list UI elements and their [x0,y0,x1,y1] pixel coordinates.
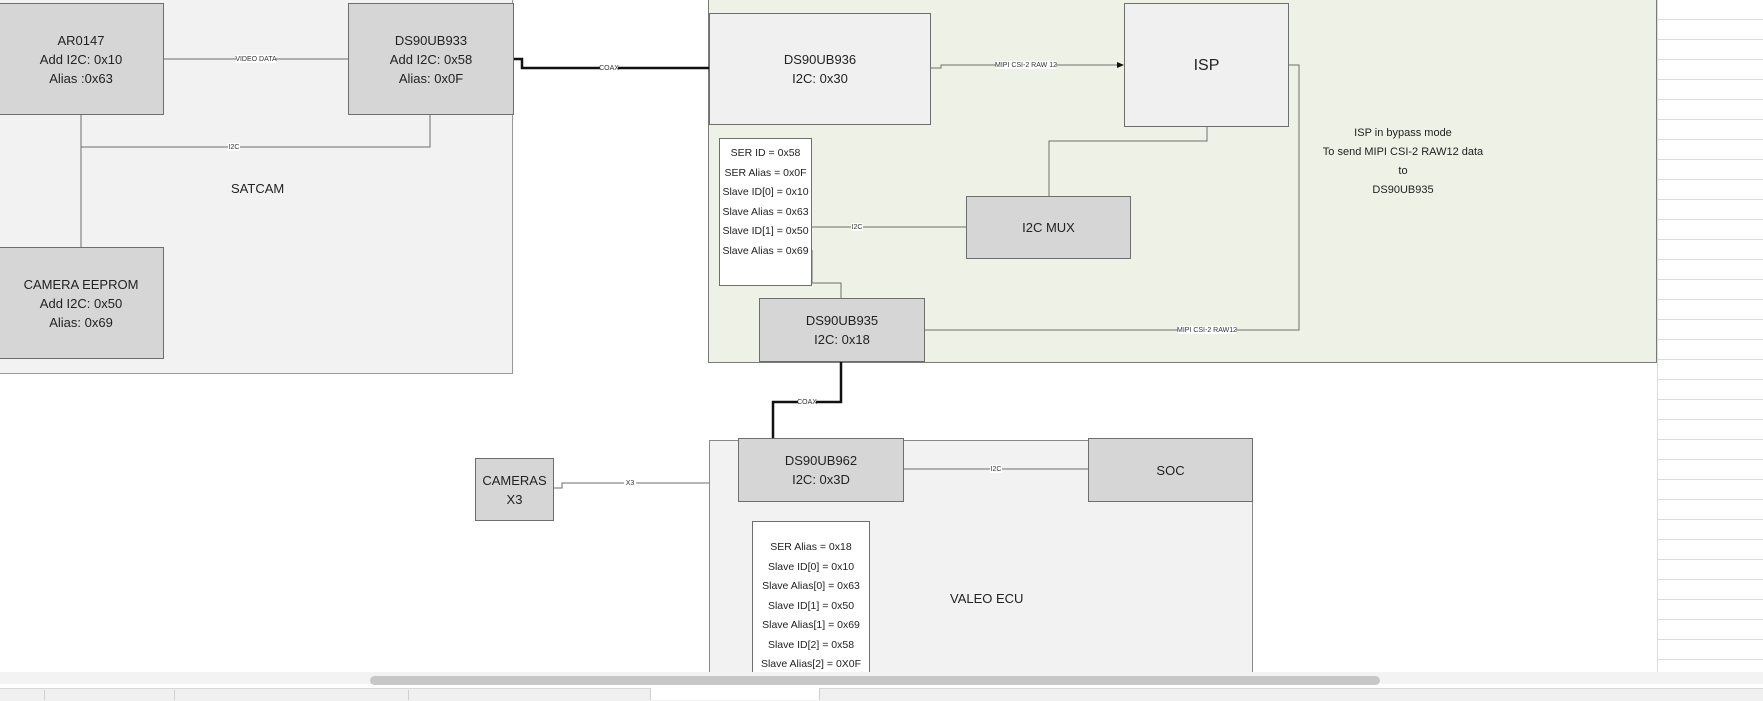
soc-name: SOC [1156,462,1185,478]
satcam-i2c-label: I2C [229,144,240,151]
x3-label: X3 [626,480,635,487]
isp-mode-line-3: DS90UB935 [1372,184,1434,196]
ds90ub936-address: I2C: 0x30 [792,71,848,86]
satcam-i2c-line [80,115,431,148]
mipi-bottom-label: MIPI CSI-2 RAW12 [1177,327,1237,334]
mux-i2c-label: I2C [852,224,863,231]
note-962-line-7: Slave Alias[2] = 0X0F [760,658,862,670]
note-935-line [811,250,842,298]
note-962-line-5: Slave Alias[1] = 0x69 [762,619,860,631]
camera-eeprom-address: Add I2C: 0x50 [39,295,123,311]
i2c-mux-name: I2C MUX [1022,220,1075,235]
soc-block[interactable]: SOC [1088,438,1253,502]
ds90ub933-name: DS90UB933 [394,32,468,48]
camera-eeprom-block[interactable]: CAMERA EEPROM Add I2C: 0x50 Alias: 0x69 [0,247,164,359]
note-962-line-4: Slave ID[1] = 0x50 [767,599,855,612]
cameras-block[interactable]: CAMERAS X3 [475,458,554,521]
isp-mode-line-1: ISP in bypass mode [1354,127,1452,139]
note-962-line-1: SER Alias = 0x18 [770,541,852,553]
diagram-canvas: VIDEO DATA COAX I2C MIPI CSI-2 RAW 12 I2… [0,0,1763,672]
note-936-line-3: Slave ID[0] = 0x10 [722,186,809,198]
ds90ub962-config-note: SER Alias = 0x18 Slave ID[0] = 0x10 Slav… [752,521,870,672]
note-936-line-2: SER Alias = 0x0F [724,166,807,179]
note-936-line-5: Slave ID[1] = 0x50 [722,225,809,237]
camera-eeprom-alias: Alias: 0x69 [49,314,113,330]
cameras-count: X3 [506,491,523,507]
sheet-tab-bar [0,688,1763,701]
tab-separator [408,690,409,700]
ds90ub935-address: I2C: 0x18 [814,332,870,347]
ds90ub936-block[interactable]: DS90UB936 I2C: 0x30 [709,13,931,125]
note-936-line-6: Slave Alias = 0x69 [722,244,809,257]
tab-separator [44,690,45,700]
mipi-top-label: MIPI CSI-2 RAW 12 [995,62,1057,69]
ds90ub962-address: I2C: 0x3D [792,472,850,487]
ds90ub962-name: DS90UB962 [784,453,858,468]
active-sheet-tab[interactable] [650,688,820,700]
note-962-line-2: Slave ID[0] = 0x10 [767,560,855,573]
horizontal-scrollbar-thumb[interactable] [370,676,1380,685]
note-936-line-4: Slave Alias = 0x63 [722,205,809,218]
isp-name: ISP [1193,56,1220,74]
spreadsheet-grid-columns [1657,0,1763,672]
isp-mode-line-2: To send MIPI CSI-2 RAW12 data to [1322,146,1484,177]
isp-mux-line [1048,127,1208,196]
cameras-name: CAMERAS [482,472,547,488]
ds90ub935-name: DS90UB935 [805,313,879,328]
note-936-line-1: SER ID = 0x58 [730,147,801,159]
ds90ub962-block[interactable]: DS90UB962 I2C: 0x3D [738,438,904,502]
isp-block[interactable]: ISP [1124,3,1289,127]
soc-i2c-label: I2C [991,466,1002,473]
camera-eeprom-name: CAMERA EEPROM [23,276,139,292]
connection-lines: VIDEO DATA COAX I2C MIPI CSI-2 RAW 12 I2… [80,55,1300,489]
ar0147-name: AR0147 [57,32,105,48]
video-data-label: VIDEO DATA [235,56,277,63]
ds90ub933-address: Add I2C: 0x58 [389,51,473,67]
ds90ub936-name: DS90UB936 [783,52,857,67]
ds90ub935-block[interactable]: DS90UB935 I2C: 0x18 [759,298,925,362]
ar0147-address: Add I2C: 0x10 [39,51,123,67]
i2c-mux-block[interactable]: I2C MUX [966,196,1131,259]
ds90ub936-config-note: SER ID = 0x58 SER Alias = 0x0F Slave ID[… [719,138,812,286]
ar0147-block[interactable]: AR0147 Add I2C: 0x10 Alias :0x63 [0,3,164,115]
ar0147-alias: Alias :0x63 [49,70,113,86]
note-962-line-6: Slave ID[2] = 0x58 [767,638,855,651]
mipi-arrowhead [1117,62,1124,68]
isp-mode-note: ISP in bypass mode To send MIPI CSI-2 RA… [1318,124,1488,200]
satcam-label: SATCAM [231,181,285,196]
ds90ub933-alias: Alias: 0x0F [398,70,464,86]
tab-separator [174,690,175,700]
coax-top-label: COAX [599,65,619,72]
ds90ub933-block[interactable]: DS90UB933 Add I2C: 0x58 Alias: 0x0F [348,3,514,115]
valeo-ecu-label: VALEO ECU [950,591,1024,606]
coax-mid-label: COAX [797,399,817,406]
mipi-bottom-line [925,64,1300,331]
note-962-line-3: Slave Alias[0] = 0x63 [762,580,860,592]
